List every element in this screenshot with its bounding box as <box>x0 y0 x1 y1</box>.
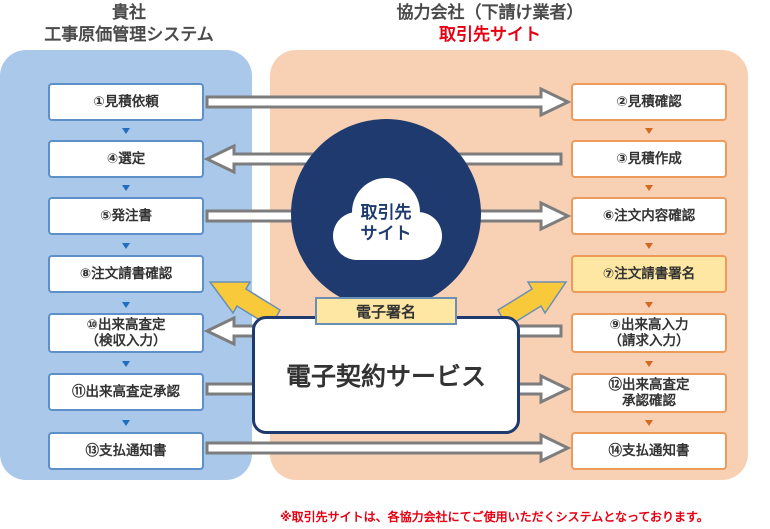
down-arrow-left-4 <box>122 302 130 308</box>
right-title-line1: 協力会社（下請け業者） <box>396 3 584 23</box>
left-step-1: ①見積依頼 <box>48 83 204 121</box>
left-step-5: ⑩出来高査定 （検収入力） <box>48 313 204 353</box>
left-step-2: ④選定 <box>48 140 204 178</box>
down-arrow-left-1 <box>122 128 130 134</box>
down-arrow-right-6 <box>645 420 653 426</box>
left-title-line2: 工事原価管理システム <box>44 25 214 45</box>
right-step-5: ⑨出来高入力 （請求入力） <box>571 313 727 353</box>
right-step-1: ②見積確認 <box>571 83 727 121</box>
cloud-label: 取引先 サイト <box>340 203 432 245</box>
down-arrow-right-3 <box>645 243 653 249</box>
left-title-line1: 貴社 <box>112 3 146 23</box>
right-step-3: ⑥注文内容確認 <box>571 197 727 235</box>
down-arrow-right-5 <box>645 361 653 367</box>
down-arrow-right-1 <box>645 128 653 134</box>
right-step-7: ⑭支払通知書 <box>571 432 727 470</box>
right-title-line2: 取引先サイト <box>439 25 541 45</box>
right-step-2: ③見積作成 <box>571 140 727 178</box>
down-arrow-left-3 <box>122 243 130 249</box>
digital-signature-tag: 電子署名 <box>315 297 457 325</box>
left-step-4: ⑧注文請書確認 <box>48 255 204 293</box>
cloud-label-line1: 取引先 <box>360 203 412 223</box>
flow-arrow-1 <box>205 86 572 118</box>
digital-signature-label: 電子署名 <box>355 302 416 321</box>
service-label: 電子契約サービス <box>285 362 486 391</box>
down-arrow-right-4 <box>645 302 653 308</box>
cloud-icon <box>333 178 442 260</box>
left-step-6: ⑪出来高査定承認 <box>48 373 204 411</box>
down-arrow-left-5 <box>122 361 130 367</box>
cloud-label-line2: サイト <box>360 224 412 244</box>
left-step-3: ⑤発注書 <box>48 197 204 235</box>
down-arrow-left-2 <box>122 185 130 191</box>
right-step-4: ⑦注文請書署名 <box>571 255 727 293</box>
down-arrow-left-6 <box>122 420 130 426</box>
left-column-title: 貴社 工事原価管理システム <box>0 2 258 46</box>
right-column-title: 協力会社（下請け業者） 取引先サイト <box>330 2 650 46</box>
footnote: ※取引先サイトは、各協力会社にてご使用いただくシステムとなっております。 <box>280 510 709 524</box>
down-arrow-right-2 <box>645 185 653 191</box>
left-step-7: ⑬支払通知書 <box>48 432 204 470</box>
right-step-6: ⑫出来高査定 承認確認 <box>571 373 727 413</box>
e-contract-service-box: 電子契約サービス <box>252 316 520 434</box>
flow-arrow-7 <box>205 432 572 464</box>
